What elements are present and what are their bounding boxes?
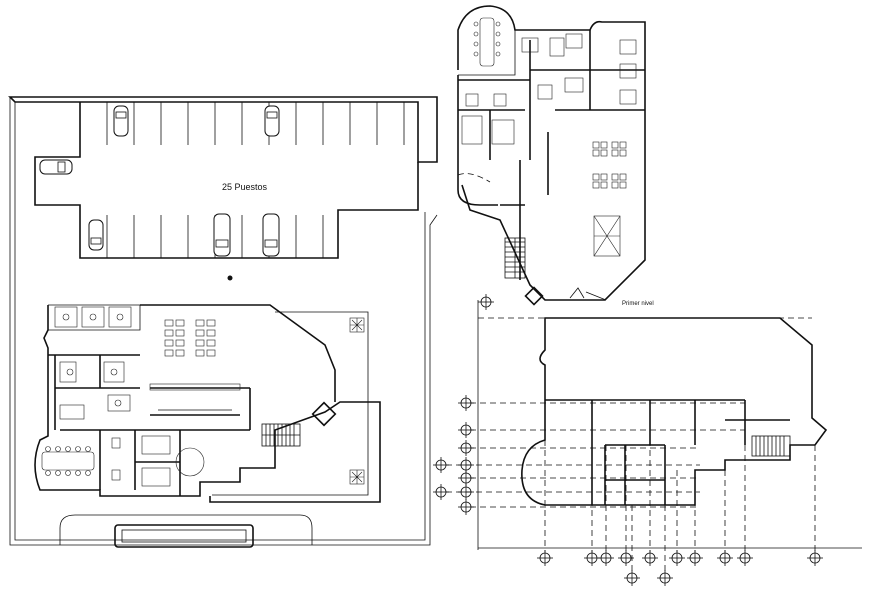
restroom-fixtures (111, 435, 205, 487)
chair-icon (592, 141, 627, 189)
office-cubicles (54, 306, 132, 328)
site-plan-left: 25 Puestos (8, 96, 438, 548)
office-desks (59, 361, 131, 420)
horizontal-gridlines (446, 317, 812, 508)
stair-icon (504, 237, 526, 279)
parking-capacity-label: 25 Puestos (222, 182, 268, 192)
table-icon (41, 446, 95, 476)
car-icon (264, 105, 280, 137)
vertical-gridlines (544, 400, 816, 572)
level-label: Primer nivel (622, 301, 654, 307)
floor-plan-upper-right: Primer nivel (457, 5, 654, 307)
building-outline-upper (457, 5, 646, 301)
car-icon (213, 213, 231, 257)
stair-icon (751, 435, 791, 457)
office-desks (521, 33, 637, 105)
chair-icon (164, 319, 216, 357)
table-icon (473, 17, 501, 67)
display-stand (593, 215, 621, 257)
gridline-bubble-icon (537, 550, 823, 586)
restroom-fixtures (457, 93, 515, 183)
car-icon (39, 159, 73, 175)
stair-icon (261, 423, 301, 447)
bench (114, 524, 254, 548)
parking-stalls-top (106, 102, 405, 145)
car-icon (88, 219, 104, 251)
car-icon (113, 105, 129, 137)
gridline-bubble-icon (433, 294, 494, 515)
car-icon (262, 213, 280, 257)
interior-walls-left (48, 354, 251, 496)
building-outline-lower (521, 317, 828, 506)
plant-icon (349, 317, 365, 485)
structural-grid-plan (433, 294, 862, 586)
building-outline-left (34, 305, 381, 503)
parking-lot (34, 102, 419, 259)
